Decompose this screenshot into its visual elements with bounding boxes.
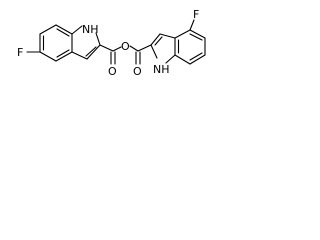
left-ester-bond [112,46,122,52]
left-carbonyl-oxygen-label: O [108,65,117,78]
right-nh-label: NH [153,63,170,76]
left-pyrrole-bond [95,32,101,46]
right-ring-bond [189,29,206,39]
left-carbonyl-bond [99,44,114,52]
right-ring-double-bond [189,33,203,41]
right-ester-bond [129,45,139,52]
right-ring-bond [174,29,191,39]
left-ring-bond [55,51,73,62]
left-ring-bond [39,24,57,35]
left-ring-bond [55,24,73,35]
chemical-structure-diagram: F NH O O F NH O [17,8,206,78]
left-pyrrole-bond [71,51,88,60]
left-pyrrole-bond [86,44,101,60]
right-indole-fragment: F NH O [129,8,206,78]
right-ring-bond [174,54,191,65]
left-pyrrole-bond [71,25,83,35]
right-fluorine-bond [189,19,195,31]
left-fluorine-label: F [17,46,23,59]
left-ring-double-bond [56,49,70,58]
right-pyrrole-bond [150,44,158,59]
right-ring-bond [189,54,206,65]
right-pyrrole-double-bond [154,36,163,46]
left-ring-bond [39,51,57,62]
right-carbonyl-oxygen-label: O [133,65,142,78]
right-ring-double-bond [189,52,203,61]
left-ring-double-bond [56,28,70,37]
right-fluorine-label: F [193,8,199,21]
left-indole-fragment: F NH O [17,23,122,78]
bridge-oxygen-label: O [121,40,130,53]
left-nh-label: NH [82,23,99,36]
right-pyrrole-bond [150,33,161,46]
right-carbonyl-bond [137,44,152,52]
left-pyrrole-double-bond [85,46,97,57]
right-pyrrole-bond [159,33,176,39]
right-pyrrole-bond [165,54,176,64]
